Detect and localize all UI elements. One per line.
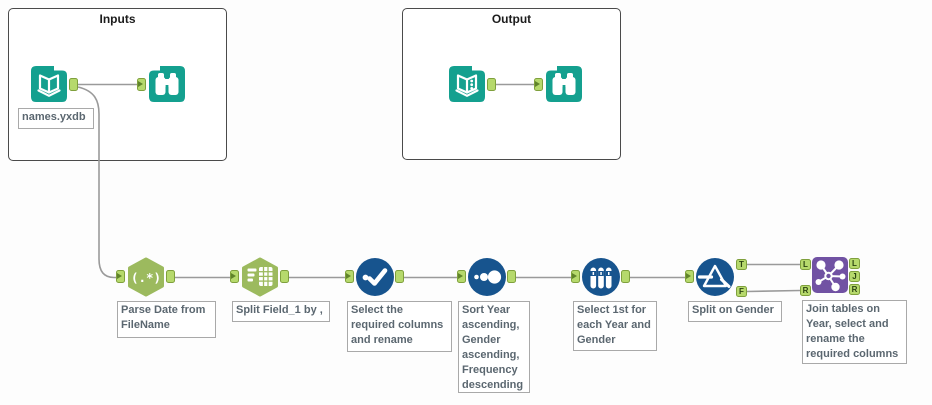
- join-right-input-anchor[interactable]: R: [800, 285, 811, 296]
- join-right-output-anchor[interactable]: R: [849, 284, 860, 295]
- sample-annotation[interactable]: Select 1st for each Year and Gender: [573, 301, 657, 351]
- input-data-tool[interactable]: [29, 64, 69, 104]
- sort-output-anchor[interactable]: [507, 270, 516, 283]
- sort-tool[interactable]: [467, 257, 507, 297]
- filter-false-anchor[interactable]: F: [736, 286, 747, 297]
- text-to-columns-input-anchor[interactable]: [230, 270, 239, 283]
- sample-icon: [582, 258, 620, 296]
- regex-icon: (.*): [128, 257, 164, 297]
- browse-tool[interactable]: [147, 64, 187, 104]
- join-icon: [812, 257, 848, 293]
- select-output-anchor[interactable]: [395, 270, 404, 283]
- sample-output-anchor[interactable]: [621, 270, 630, 283]
- input-data-output-anchor[interactable]: [69, 78, 78, 91]
- join-left-input-anchor[interactable]: L: [800, 259, 811, 270]
- regex-output-anchor[interactable]: [166, 270, 175, 283]
- browse-icon: [546, 66, 582, 102]
- regex-glyph: (.*): [131, 270, 161, 285]
- container-inputs-title: Inputs: [99, 12, 136, 26]
- container-output-title: Output: [491, 12, 532, 26]
- select-annotation[interactable]: Select the required columns and rename: [347, 301, 452, 352]
- output-data-output-anchor[interactable]: [487, 78, 496, 91]
- text-to-columns-output-anchor[interactable]: [280, 270, 289, 283]
- browse-output-input-anchor[interactable]: [534, 78, 543, 91]
- output-data-tool[interactable]: [447, 64, 487, 104]
- container-output[interactable]: Output: [402, 8, 621, 160]
- browse-input-anchor[interactable]: [137, 78, 146, 91]
- sort-input-anchor[interactable]: [457, 270, 466, 283]
- select-icon: [356, 258, 394, 296]
- sample-input-anchor[interactable]: [571, 270, 580, 283]
- filter-annotation[interactable]: Split on Gender: [688, 301, 782, 322]
- input-data-icon: [31, 66, 67, 102]
- select-tool[interactable]: [355, 257, 395, 297]
- regex-tool[interactable]: (.*): [126, 257, 166, 297]
- sort-annotation[interactable]: Sort Year ascending, Gender ascending, F…: [458, 301, 530, 393]
- regex-annotation[interactable]: Parse Date from FileName: [117, 301, 216, 338]
- join-tool[interactable]: [812, 257, 848, 293]
- output-data-icon: [449, 66, 485, 102]
- text-to-columns-tool[interactable]: [240, 257, 280, 297]
- filter-true-anchor[interactable]: T: [736, 259, 747, 270]
- browse-tool-output[interactable]: [544, 64, 584, 104]
- filter-tool[interactable]: [695, 257, 735, 297]
- input-filename-label[interactable]: names.yxdb: [18, 108, 94, 129]
- filter-icon: [696, 258, 734, 296]
- regex-input-anchor[interactable]: [116, 270, 125, 283]
- sort-icon: [468, 258, 506, 296]
- select-input-anchor[interactable]: [345, 270, 354, 283]
- join-annotation[interactable]: Join tables on Year, select and rename t…: [802, 300, 907, 364]
- text-to-columns-annotation[interactable]: Split Field_1 by ,: [232, 301, 330, 322]
- browse-icon: [149, 66, 185, 102]
- join-joined-output-anchor[interactable]: J: [849, 271, 860, 282]
- filter-input-anchor[interactable]: [685, 270, 694, 283]
- sample-tool[interactable]: [581, 257, 621, 297]
- text-to-columns-icon: [242, 257, 278, 297]
- wire-input-to-regex[interactable]: [77, 86, 116, 279]
- join-left-output-anchor[interactable]: L: [849, 258, 860, 269]
- wire-filter-false-to-join-right[interactable]: [746, 289, 801, 293]
